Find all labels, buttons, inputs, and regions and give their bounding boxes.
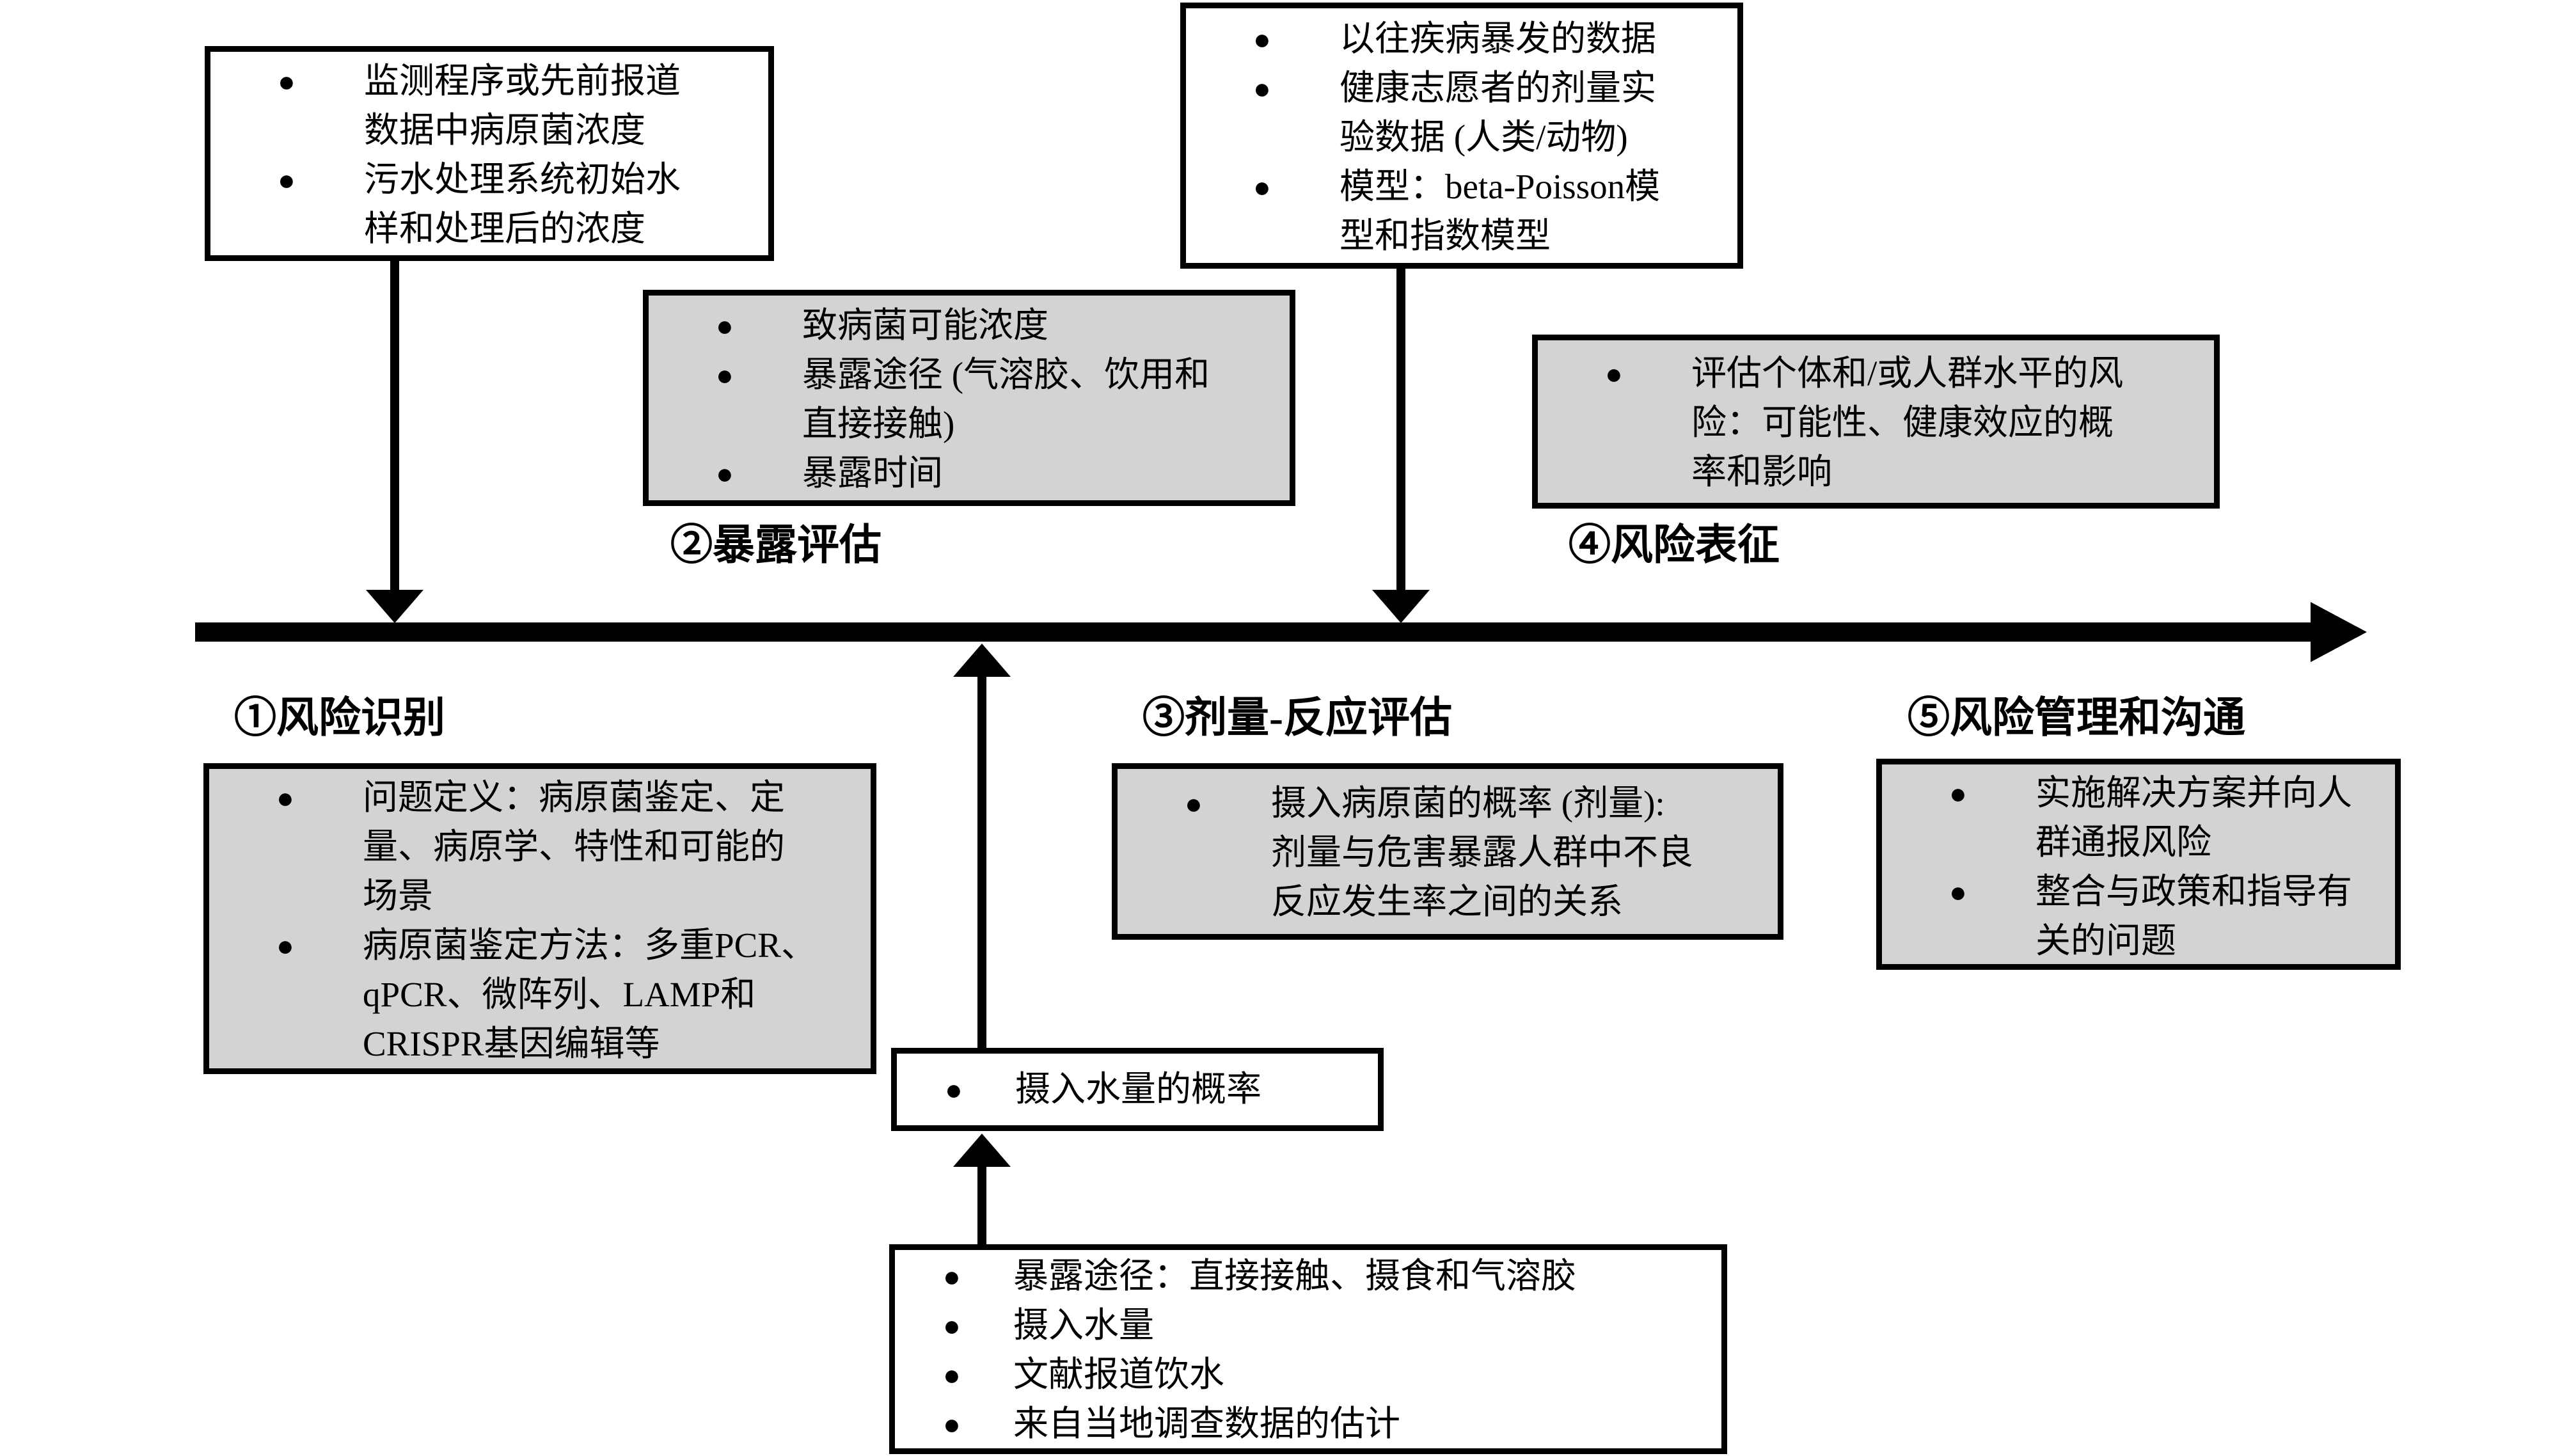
exposure-assessment-box: 致病菌可能浓度 暴露途径 (气溶胶、饮用和 直接接触) 暴露时间 [643, 290, 1295, 506]
list-item-line: 量、病原学、特性和可能的 [363, 827, 786, 866]
connector-water-intake-arrowhead-icon [953, 644, 1011, 677]
list-item: 暴露途径：直接接触、摄食和气溶胶 [943, 1251, 1709, 1301]
list-item: 暴露途径 (气溶胶、饮用和 直接接触) [716, 350, 1277, 448]
list-item-line: 监测程序或先前报道 [364, 61, 681, 100]
list-item: 摄入病原菌的概率 (剂量): 剂量与危害暴露人群中不良 反应发生率之间的关系 [1185, 779, 1765, 926]
stage-label-dose-response: ③剂量-反应评估 [1142, 695, 1452, 741]
connector-surveillance-arrowhead-icon [366, 590, 423, 623]
list-item-line: 暴露途径：直接接触、摄食和气溶胶 [1013, 1256, 1577, 1295]
list-item: 致病菌可能浓度 [716, 301, 1277, 351]
stage-label-exposure-assessment: ②暴露评估 [670, 522, 881, 569]
list-item-line: 健康志愿者的剂量实 [1340, 68, 1657, 107]
dose-data-box: 以往疾病暴发的数据 健康志愿者的剂量实 验数据 (人类/动物) 模型：beta-… [1180, 3, 1743, 269]
list-item-line: 致病菌可能浓度 [802, 306, 1049, 345]
list-item-line: 场景 [363, 876, 434, 915]
stage-label-risk-management: ⑤风险管理和沟通 [1908, 695, 2245, 741]
list-item: 暴露时间 [716, 448, 1277, 498]
list-item-line: 验数据 (人类/动物) [1340, 118, 1628, 157]
stage-label-risk-identification: ①风险识别 [234, 695, 445, 741]
list-item-line: 摄入水量 [1013, 1306, 1155, 1345]
dose-response-box: 摄入病原菌的概率 (剂量): 剂量与危害暴露人群中不良 反应发生率之间的关系 [1112, 763, 1783, 940]
connector-surveillance-line [390, 261, 399, 595]
list-item-line: 剂量与危害暴露人群中不良 [1271, 833, 1694, 872]
list-item: 实施解决方案并向人 群通报风险 [1949, 768, 2382, 867]
list-item-line: 整合与政策和指导有 [2035, 872, 2353, 911]
list-item-line: 暴露途径 (气溶胶、饮用和 [802, 355, 1210, 394]
list-item: 问题定义：病原菌鉴定、定 量、病原学、特性和可能的 场景 [276, 773, 858, 921]
list-item: 病原菌鉴定方法：多重PCR、 qPCR、微阵列、LAMP和 CRISPR基因编辑… [276, 921, 858, 1068]
list-item-line: 评估个体和/或人群水平的风 [1691, 354, 2124, 393]
list-item-line: 摄入病原菌的概率 (剂量): [1271, 784, 1665, 823]
list-item-line: 以往疾病暴发的数据 [1340, 19, 1657, 58]
list-item-line: 病原菌鉴定方法：多重PCR、 [363, 926, 816, 965]
list-item-line: 暴露时间 [802, 454, 944, 493]
water-intake-box: 摄入水量的概率 [891, 1048, 1384, 1131]
list-item-line: 群通报风险 [2035, 823, 2212, 862]
list-item-line: 污水处理系统初始水 [364, 160, 681, 199]
list-item-line: qPCR、微阵列、LAMP和 [363, 975, 756, 1014]
list-item-line: 险：可能性、健康效应的概 [1691, 403, 2114, 442]
list-item: 污水处理系统初始水 样和处理后的浓度 [278, 155, 755, 253]
list-item: 健康志愿者的剂量实 验数据 (人类/动物) [1253, 63, 1725, 162]
list-item-line: 样和处理后的浓度 [364, 209, 646, 248]
connector-dose-data-arrowhead-icon [1372, 590, 1430, 623]
list-item: 模型：beta-Poisson模 型和指数模型 [1253, 162, 1725, 260]
list-item: 以往疾病暴发的数据 [1253, 14, 1725, 64]
surveillance-data-box: 监测程序或先前报道 数据中病原菌浓度 污水处理系统初始水 样和处理后的浓度 [205, 46, 774, 261]
list-item-line: 反应发生率之间的关系 [1271, 882, 1624, 921]
list-item-line: 问题定义：病原菌鉴定、定 [363, 778, 786, 817]
list-item-line: 来自当地调查数据的估计 [1013, 1404, 1401, 1443]
exposure-detail-box: 暴露途径：直接接触、摄食和气溶胶 摄入水量 文献报道饮水 来自当地调查数据的估计 [889, 1244, 1727, 1454]
list-item: 文献报道饮水 [943, 1350, 1709, 1400]
list-item-line: 率和影响 [1691, 452, 1833, 491]
stage-label-risk-characterization: ④风险表征 [1569, 522, 1780, 569]
list-item-line: 关的问题 [2035, 921, 2177, 960]
list-item: 摄入水量 [943, 1301, 1709, 1350]
list-item: 评估个体和/或人群水平的风 险：可能性、健康效应的概 率和影响 [1605, 349, 2201, 496]
connector-exposure-detail-arrowhead-icon [953, 1134, 1011, 1167]
list-item-line: 文献报道饮水 [1013, 1355, 1225, 1394]
list-item-line: CRISPR基因编辑等 [363, 1024, 660, 1063]
connector-water-intake-line [977, 673, 986, 1052]
list-item: 整合与政策和指导有 关的问题 [1949, 867, 2382, 965]
list-item: 摄入水量的概率 [945, 1064, 1365, 1114]
risk-identification-box: 问题定义：病原菌鉴定、定 量、病原学、特性和可能的 场景 病原菌鉴定方法：多重P… [203, 763, 876, 1074]
list-item: 监测程序或先前报道 数据中病原菌浓度 [278, 56, 755, 155]
list-item-line: 模型：beta-Poisson模 [1340, 167, 1661, 206]
list-item-line: 直接接触) [802, 404, 955, 443]
risk-management-box: 实施解决方案并向人 群通报风险 整合与政策和指导有 关的问题 [1876, 759, 2401, 970]
timeline-arrowhead-icon [2311, 602, 2367, 662]
list-item-line: 数据中病原菌浓度 [364, 111, 646, 150]
connector-exposure-detail-line [977, 1163, 986, 1247]
connector-dose-data-line [1396, 267, 1405, 595]
risk-characterization-box: 评估个体和/或人群水平的风 险：可能性、健康效应的概 率和影响 [1532, 335, 2220, 509]
list-item-line: 实施解决方案并向人 [2035, 773, 2353, 812]
list-item-line: 摄入水量的概率 [1015, 1070, 1262, 1109]
list-item-line: 型和指数模型 [1340, 216, 1551, 255]
list-item: 来自当地调查数据的估计 [943, 1399, 1709, 1449]
timeline-axis [195, 622, 2314, 642]
